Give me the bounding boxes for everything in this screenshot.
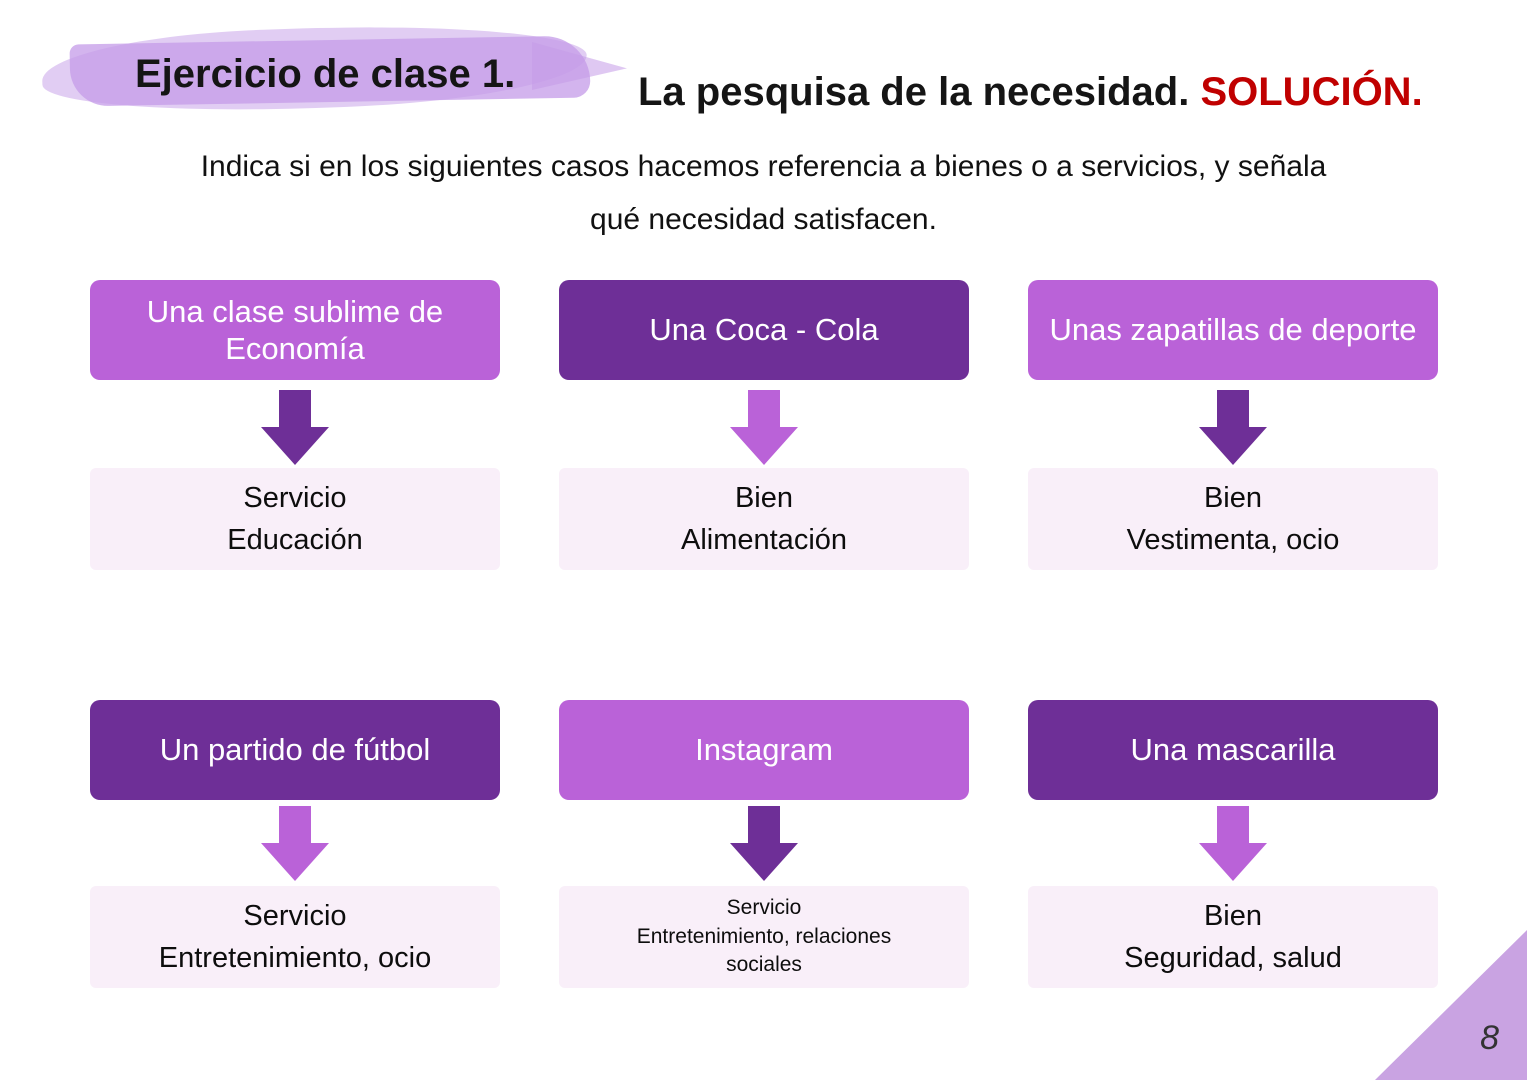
answer-box-bien-alimentacion: Bien Alimentación [559,468,969,570]
page-number: 8 [1480,1019,1499,1057]
down-arrow-icon [1199,806,1267,881]
answer-line: Bien [734,481,794,514]
row-1-answer-boxes: Servicio Educación Bien Alimentación Bie… [90,468,1438,570]
answer-line: Servicio [243,899,347,932]
exercise-title: Ejercicio de clase 1. [135,52,516,96]
answer-line: Servicio [243,481,347,514]
answer-box-bien-vestimenta: Bien Vestimenta, ocio [1028,468,1438,570]
answer-line: Seguridad, salud [1124,942,1342,974]
answer-line: Entretenimiento, ocio [158,942,432,974]
instructions: Indica si en los siguientes casos hacemo… [0,141,1527,246]
row-1-item-boxes: Una clase sublime de Economía Una Coca -… [90,280,1438,380]
arrow-shaft [1217,806,1249,843]
answer-box-servicio-educacion: Servicio Educación [90,468,500,570]
row-2-arrows [90,806,1438,881]
brush-tail [532,42,627,90]
answer-line: sociales [726,953,802,977]
answer-box-servicio-entretenimiento: Servicio Entretenimiento, ocio [90,886,500,988]
answer-line: Educación [227,524,363,556]
instructions-line-1: Indica si en los siguientes casos hacemo… [200,150,1327,183]
arrow-slot [90,390,500,465]
solution-label: SOLUCIÓN. [1200,70,1423,114]
row-2-item-boxes: Un partido de fútbol Instagram Una masca… [90,700,1438,800]
item-box-clase-economia: Una clase sublime de Economía [90,280,500,380]
down-arrow-icon [730,806,798,881]
arrow-shaft [748,806,780,843]
arrow-shaft [279,806,311,843]
item-box-mascarilla: Una mascarilla [1028,700,1438,800]
item-box-coca-cola: Una Coca - Cola [559,280,969,380]
arrow-head [1199,427,1267,465]
arrow-shaft [279,390,311,427]
answer-line: Alimentación [680,524,848,556]
arrow-slot [559,390,969,465]
arrow-slot [1028,390,1438,465]
down-arrow-icon [261,390,329,465]
arrow-head [730,427,798,465]
answer-line: Bien [1203,481,1263,514]
item-box-partido-futbol: Un partido de fútbol [90,700,500,800]
answer-line: Servicio [726,896,802,920]
row-2-answer-boxes: Servicio Entretenimiento, ocio Servicio … [90,886,1438,988]
arrow-head [261,843,329,881]
main-title: La pesquisa de la necesidad. SOLUCIÓN. [638,70,1423,115]
arrow-head [1199,843,1267,881]
answer-box-bien-seguridad: Bien Seguridad, salud [1028,886,1438,988]
item-box-zapatillas: Unas zapatillas de deporte [1028,280,1438,380]
arrow-head [730,843,798,881]
down-arrow-icon [1199,390,1267,465]
item-box-instagram: Instagram [559,700,969,800]
answer-line: Entretenimiento, relaciones [636,924,892,948]
main-title-text: La pesquisa de la necesidad. [638,70,1201,114]
row-1-arrows [90,390,1438,465]
arrow-slot [90,806,500,881]
answer-box-servicio-relaciones-sociales: Servicio Entretenimiento, relaciones soc… [559,886,969,988]
down-arrow-icon [730,390,798,465]
down-arrow-icon [261,806,329,881]
answer-line: Bien [1203,899,1263,932]
arrow-head [261,427,329,465]
arrow-shaft [748,390,780,427]
arrow-shaft [1217,390,1249,427]
arrow-slot [559,806,969,881]
arrow-slot [1028,806,1438,881]
instructions-line-2: qué necesidad satisfacen. [590,202,937,236]
answer-line: Vestimenta, ocio [1126,524,1340,556]
